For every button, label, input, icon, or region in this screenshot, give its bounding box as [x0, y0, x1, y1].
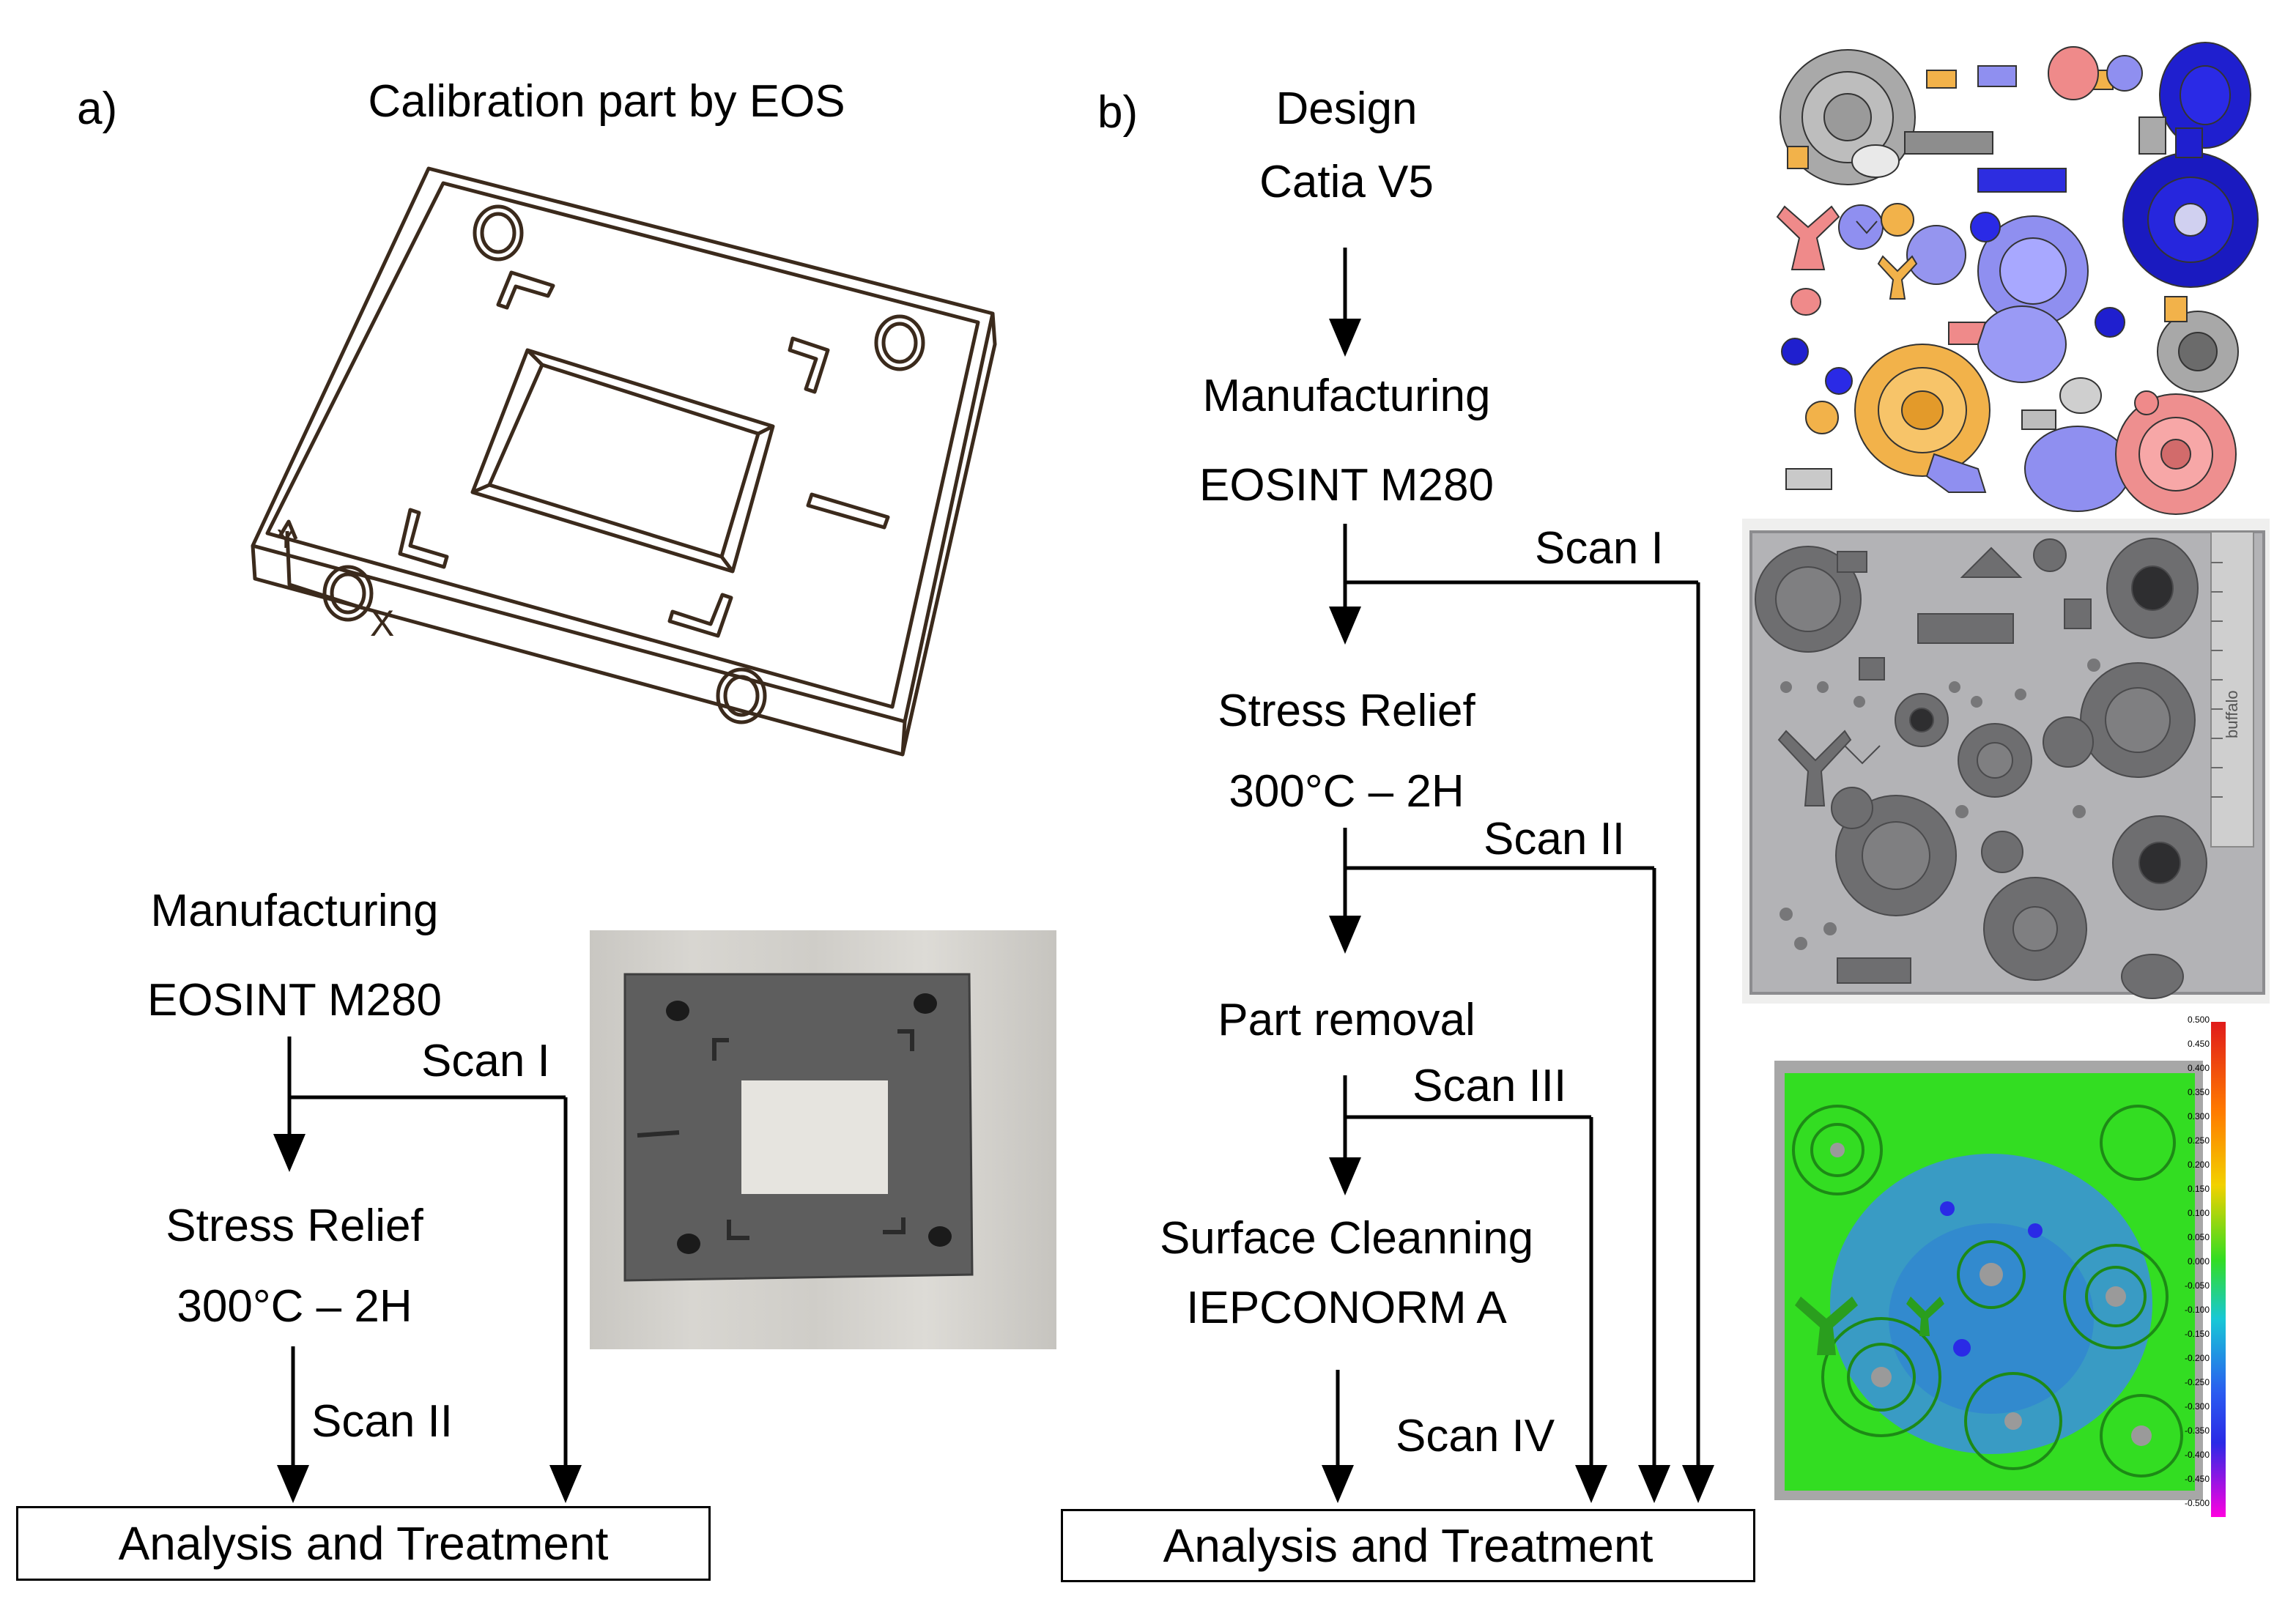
panel-a-step-stress-relief-detail: 300°C – 2H — [177, 1281, 412, 1332]
colormap-tick: -0.500 — [2184, 1498, 2210, 1508]
colormap-tick: 0.150 — [2187, 1184, 2210, 1194]
panel-a-label: a) — [77, 84, 118, 134]
colormap-tick: 0.100 — [2187, 1208, 2210, 1218]
panel-a-scan-1: Scan I — [421, 1036, 550, 1086]
colormap-tick: -0.350 — [2184, 1425, 2210, 1436]
panel-a-result-label: Analysis and Treatment — [118, 1517, 609, 1570]
colormap-tick: -0.100 — [2184, 1305, 2210, 1315]
colormap-scale-bar — [2211, 1022, 2226, 1517]
panel-b-step-surface-cleaning: Surface Cleanning — [1159, 1213, 1534, 1264]
panel-b-scan-2: Scan II — [1484, 814, 1625, 864]
colormap-tick: 0.300 — [2187, 1111, 2210, 1121]
panel-b-step-surface-cleaning-detail: IEPCONORM A — [1186, 1283, 1507, 1333]
panel-b-label: b) — [1097, 87, 1138, 138]
build-plate-photo: buffalo — [1742, 519, 2270, 1004]
calibration-part-photo — [590, 930, 1056, 1349]
panel-b-step-part-removal: Part removal — [1218, 995, 1475, 1045]
panel-a-scan-2: Scan II — [311, 1396, 453, 1447]
colormap-tick: -0.450 — [2184, 1474, 2210, 1484]
panel-b-step-manufacturing: Manufacturing — [1202, 371, 1491, 421]
panel-b-result-box: Analysis and Treatment — [1061, 1509, 1755, 1582]
colormap-tick: -0.200 — [2184, 1353, 2210, 1363]
colormap-tick: -0.400 — [2184, 1450, 2210, 1460]
deviation-colormap — [1771, 1055, 2211, 1509]
colormap-tick: 0.000 — [2187, 1256, 2210, 1267]
panel-a-step-manufacturing: Manufacturing — [150, 886, 439, 936]
panel-a-step-manufacturing-detail: EOSINT M280 — [147, 975, 442, 1026]
colormap-tick: 0.450 — [2187, 1039, 2210, 1049]
cad-axis-y: Y — [277, 524, 295, 554]
colormap-tick: 0.400 — [2187, 1063, 2210, 1073]
panel-b-scan-3: Scan III — [1412, 1061, 1567, 1111]
colormap-tick: 0.250 — [2187, 1135, 2210, 1146]
panel-a-result-box: Analysis and Treatment — [16, 1506, 711, 1581]
colormap-tick: 0.350 — [2187, 1087, 2210, 1097]
panel-b-step-stress-relief: Stress Relief — [1218, 686, 1475, 736]
panel-b-scan-1: Scan I — [1535, 523, 1664, 574]
colormap-tick: 0.200 — [2187, 1160, 2210, 1170]
colormap-tick: -0.150 — [2184, 1329, 2210, 1339]
colormap-tick: 0.500 — [2187, 1015, 2210, 1025]
colormap-tick: -0.250 — [2184, 1377, 2210, 1387]
panel-b-step-manufacturing-detail: EOSINT M280 — [1199, 460, 1495, 511]
panel-a-step-stress-relief: Stress Relief — [166, 1201, 423, 1251]
panel-b-step-design-detail: Catia V5 — [1259, 157, 1434, 207]
colormap-scale-labels: 0.500 0.450 0.400 0.350 0.300 0.250 0.20… — [2169, 1015, 2210, 1527]
colormap-tick: -0.300 — [2184, 1401, 2210, 1412]
panel-b-result-label: Analysis and Treatment — [1163, 1519, 1654, 1572]
panel-a-title: Calibration part by EOS — [368, 76, 845, 127]
ruler-text: buffalo — [2223, 690, 2241, 738]
cad-axis-x: X — [370, 603, 394, 644]
panel-b-step-stress-relief-detail: 300°C – 2H — [1229, 766, 1464, 817]
colormap-tick: 0.050 — [2187, 1232, 2210, 1242]
colormap-tick: -0.050 — [2184, 1280, 2210, 1291]
panel-b-step-design: Design — [1275, 84, 1418, 134]
panel-b-scan-4: Scan IV — [1396, 1411, 1555, 1461]
